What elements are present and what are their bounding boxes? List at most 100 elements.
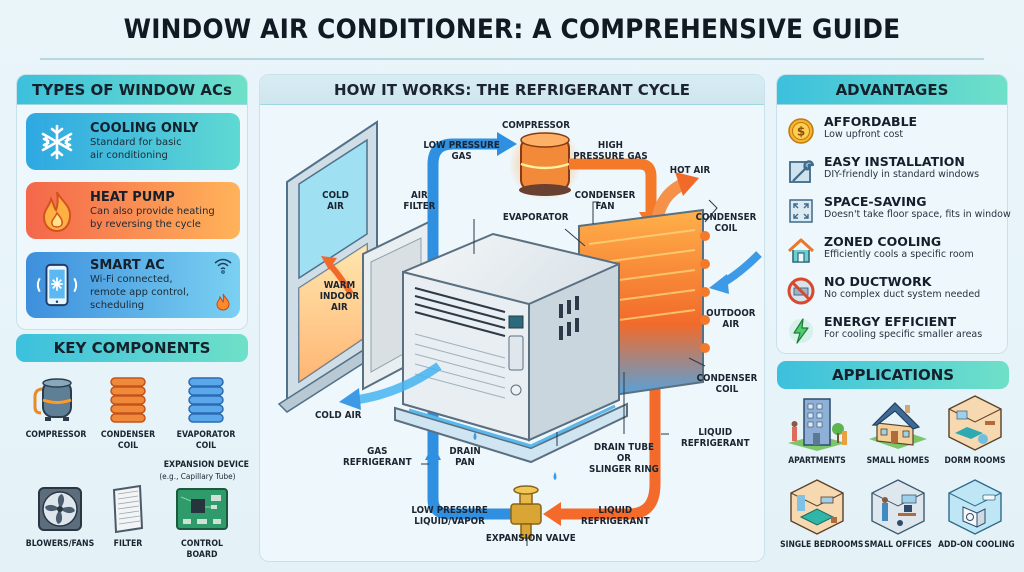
wifi-icon (214, 258, 232, 274)
label-line: AIR (411, 190, 428, 201)
component-label: FILTER (113, 539, 143, 549)
label-line: WARM (323, 280, 356, 291)
advantage-desc: No complex duct system needed (824, 289, 981, 300)
label-line: LIQUID (598, 505, 633, 516)
label-gas-refrigerant: GAS REFRIGERANT (343, 446, 412, 468)
component-label: COIL (117, 441, 139, 451)
diagram-heading: HOW IT WORKS: THE REFRIGERANT CYCLE (260, 75, 764, 105)
application-small-homes: SMALL HOMES (857, 392, 939, 466)
wrench-window-icon (786, 156, 816, 186)
advantage-name: SPACE-SAVING (824, 194, 927, 209)
advantages-heading: ADVANTAGES (777, 75, 1007, 105)
filter-icon (88, 482, 168, 536)
component-label: COMPRESSOR (25, 430, 87, 440)
label-cold-air-window: COLD AIR (322, 190, 349, 212)
component-label: COIL (195, 441, 217, 451)
application-label: SMALL OFFICES (864, 540, 932, 550)
advantage-affordable: $ AFFORDABLE Low upfront cost (786, 114, 1016, 152)
label-line: CONDENSER (695, 212, 757, 223)
expand-arrows-icon (786, 196, 816, 226)
evaporator-coil-icon (166, 373, 246, 427)
application-add-on-cooling: ADD-ON COOLING (934, 476, 1016, 550)
no-duct-icon (786, 276, 816, 306)
advantage-desc: For cooling specific smaller areas (824, 329, 983, 340)
application-small-offices: SMALL OFFICES (857, 476, 939, 550)
type-desc: air conditioning (90, 150, 168, 161)
component-fans: BLOWERS/FANS (20, 482, 100, 550)
label-line: LIQUID/VAPOR (414, 516, 485, 527)
label-line: REFRIGERANT (342, 457, 412, 468)
flame-icon (34, 188, 80, 234)
label-line: GAS (451, 151, 472, 162)
label-condenser-coil-top: CONDENSER COIL (696, 212, 757, 234)
label-condenser-fan: CONDENSER FAN (575, 190, 636, 212)
advantage-desc: Efficiently cools a specific room (824, 249, 974, 260)
advantage-space-saving: SPACE-SAVING Doesn't take floor space, f… (786, 194, 1016, 232)
expansion-device-label: EXPANSION DEVICE (163, 460, 250, 470)
label-line: DRAIN (449, 446, 481, 457)
component-control-board: CONTROL BOARD (162, 482, 242, 561)
title-divider (40, 58, 984, 60)
label-line: AIR (722, 319, 740, 330)
compressor-illustration (519, 132, 571, 196)
label-warm-indoor-air: WARM INDOOR AIR (320, 280, 359, 313)
advantage-name: ZONED COOLING (824, 234, 942, 249)
application-label: SMALL HOMES (866, 456, 930, 466)
label-line: CONDENSER (574, 190, 636, 201)
component-label: CONDENSER (100, 430, 156, 440)
components-heading: KEY COMPONENTS (16, 334, 248, 362)
advantage-desc: Low upfront cost (824, 129, 904, 140)
type-desc: by reversing the cycle (90, 219, 201, 230)
house-icon (786, 236, 816, 266)
type-card-heat-pump: HEAT PUMP Can also provide heating by re… (26, 182, 240, 239)
type-name: COOLING ONLY (90, 121, 199, 136)
type-desc: Can also provide heating (90, 206, 215, 217)
advantage-name: EASY INSTALLATION (824, 154, 965, 169)
flame-icon (216, 293, 230, 311)
component-condenser-coil: CONDENSER COIL (88, 373, 168, 452)
application-label: APARTMENTS (788, 456, 846, 466)
condenser-coil-icon (88, 373, 168, 427)
label-air-filter: AIR FILTER (403, 190, 435, 212)
label-line: DRAIN TUBE (593, 442, 654, 453)
advantage-desc: Doesn't take floor space, fits in window (824, 209, 1011, 220)
compressor-icon (16, 373, 96, 427)
applications-heading: APPLICATIONS (777, 361, 1009, 389)
apartment-building-icon (776, 392, 858, 454)
advantage-energy-efficient: ENERGY EFFICIENT For cooling specific sm… (786, 314, 1016, 352)
refrigerant-cycle-diagram (277, 120, 762, 546)
office-icon (857, 476, 939, 538)
advantage-no-ductwork: NO DUCTWORK No complex duct system neede… (786, 274, 1016, 312)
type-desc: scheduling (90, 300, 145, 311)
small-home-icon (857, 392, 939, 454)
label-line: AIR (331, 302, 348, 313)
add-on-cooling-icon (934, 476, 1016, 538)
label-liquid-refrigerant-right: LIQUID REFRIGERANT (681, 427, 750, 449)
bedroom-icon (776, 476, 858, 538)
lightning-icon (786, 316, 816, 346)
component-filter: FILTER (88, 482, 168, 550)
type-desc: remote app control, (90, 287, 189, 298)
label-drain-tube: DRAIN TUBE OR SLINGER RING (589, 442, 659, 475)
application-dorm-rooms: DORM ROOMS (934, 392, 1016, 466)
component-compressor: COMPRESSOR (16, 373, 96, 441)
type-desc: Standard for basic (90, 137, 182, 148)
label-line: LIQUID (698, 427, 733, 438)
fan-icon (20, 482, 100, 536)
application-label: ADD-ON COOLING (938, 540, 1015, 550)
types-heading: TYPES OF WINDOW ACs (17, 75, 247, 105)
label-expansion-valve: EXPANSION VALVE (485, 533, 576, 544)
smartphone-icon (34, 262, 80, 308)
type-card-smart-ac: SMART AC Wi-Fi connected, remote app con… (26, 252, 240, 318)
expansion-device-sub: (e.g., Capillary Tube) (159, 472, 236, 481)
component-label: BLOWERS/FANS (25, 539, 95, 549)
dorm-room-icon (934, 392, 1016, 454)
label-condenser-coil-bottom: CONDENSER COIL (697, 373, 758, 395)
type-desc: Wi-Fi connected, (90, 274, 173, 285)
label-line: REFRIGERANT (580, 516, 650, 527)
label-line: COIL (715, 384, 739, 395)
label-line: OUTDOOR (706, 308, 756, 319)
page-title: WINDOW AIR CONDITIONER: A COMPREHENSIVE … (123, 14, 901, 45)
label-line: PAN (455, 457, 475, 468)
label-line: COLD (322, 190, 349, 201)
